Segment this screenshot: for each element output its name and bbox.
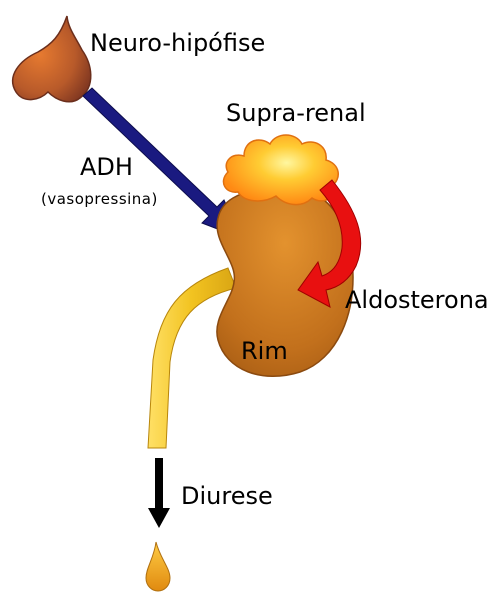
diuresis-label: Diurese (181, 484, 273, 508)
adrenal-label: Supra-renal (226, 101, 366, 125)
kidney-label: Rim (241, 339, 288, 363)
urine-drop-icon (146, 542, 170, 591)
adh-label: ADH (80, 155, 133, 179)
pituitary-gland-icon (13, 16, 91, 102)
aldosterone-label: Aldosterona (345, 288, 489, 312)
adh-alt-label: (vasopressina) (41, 192, 158, 207)
adrenal-gland-icon (223, 135, 338, 205)
ureter (148, 268, 236, 448)
diuresis-arrow (148, 458, 170, 528)
pituitary-label: Neuro-hipófise (90, 31, 265, 55)
